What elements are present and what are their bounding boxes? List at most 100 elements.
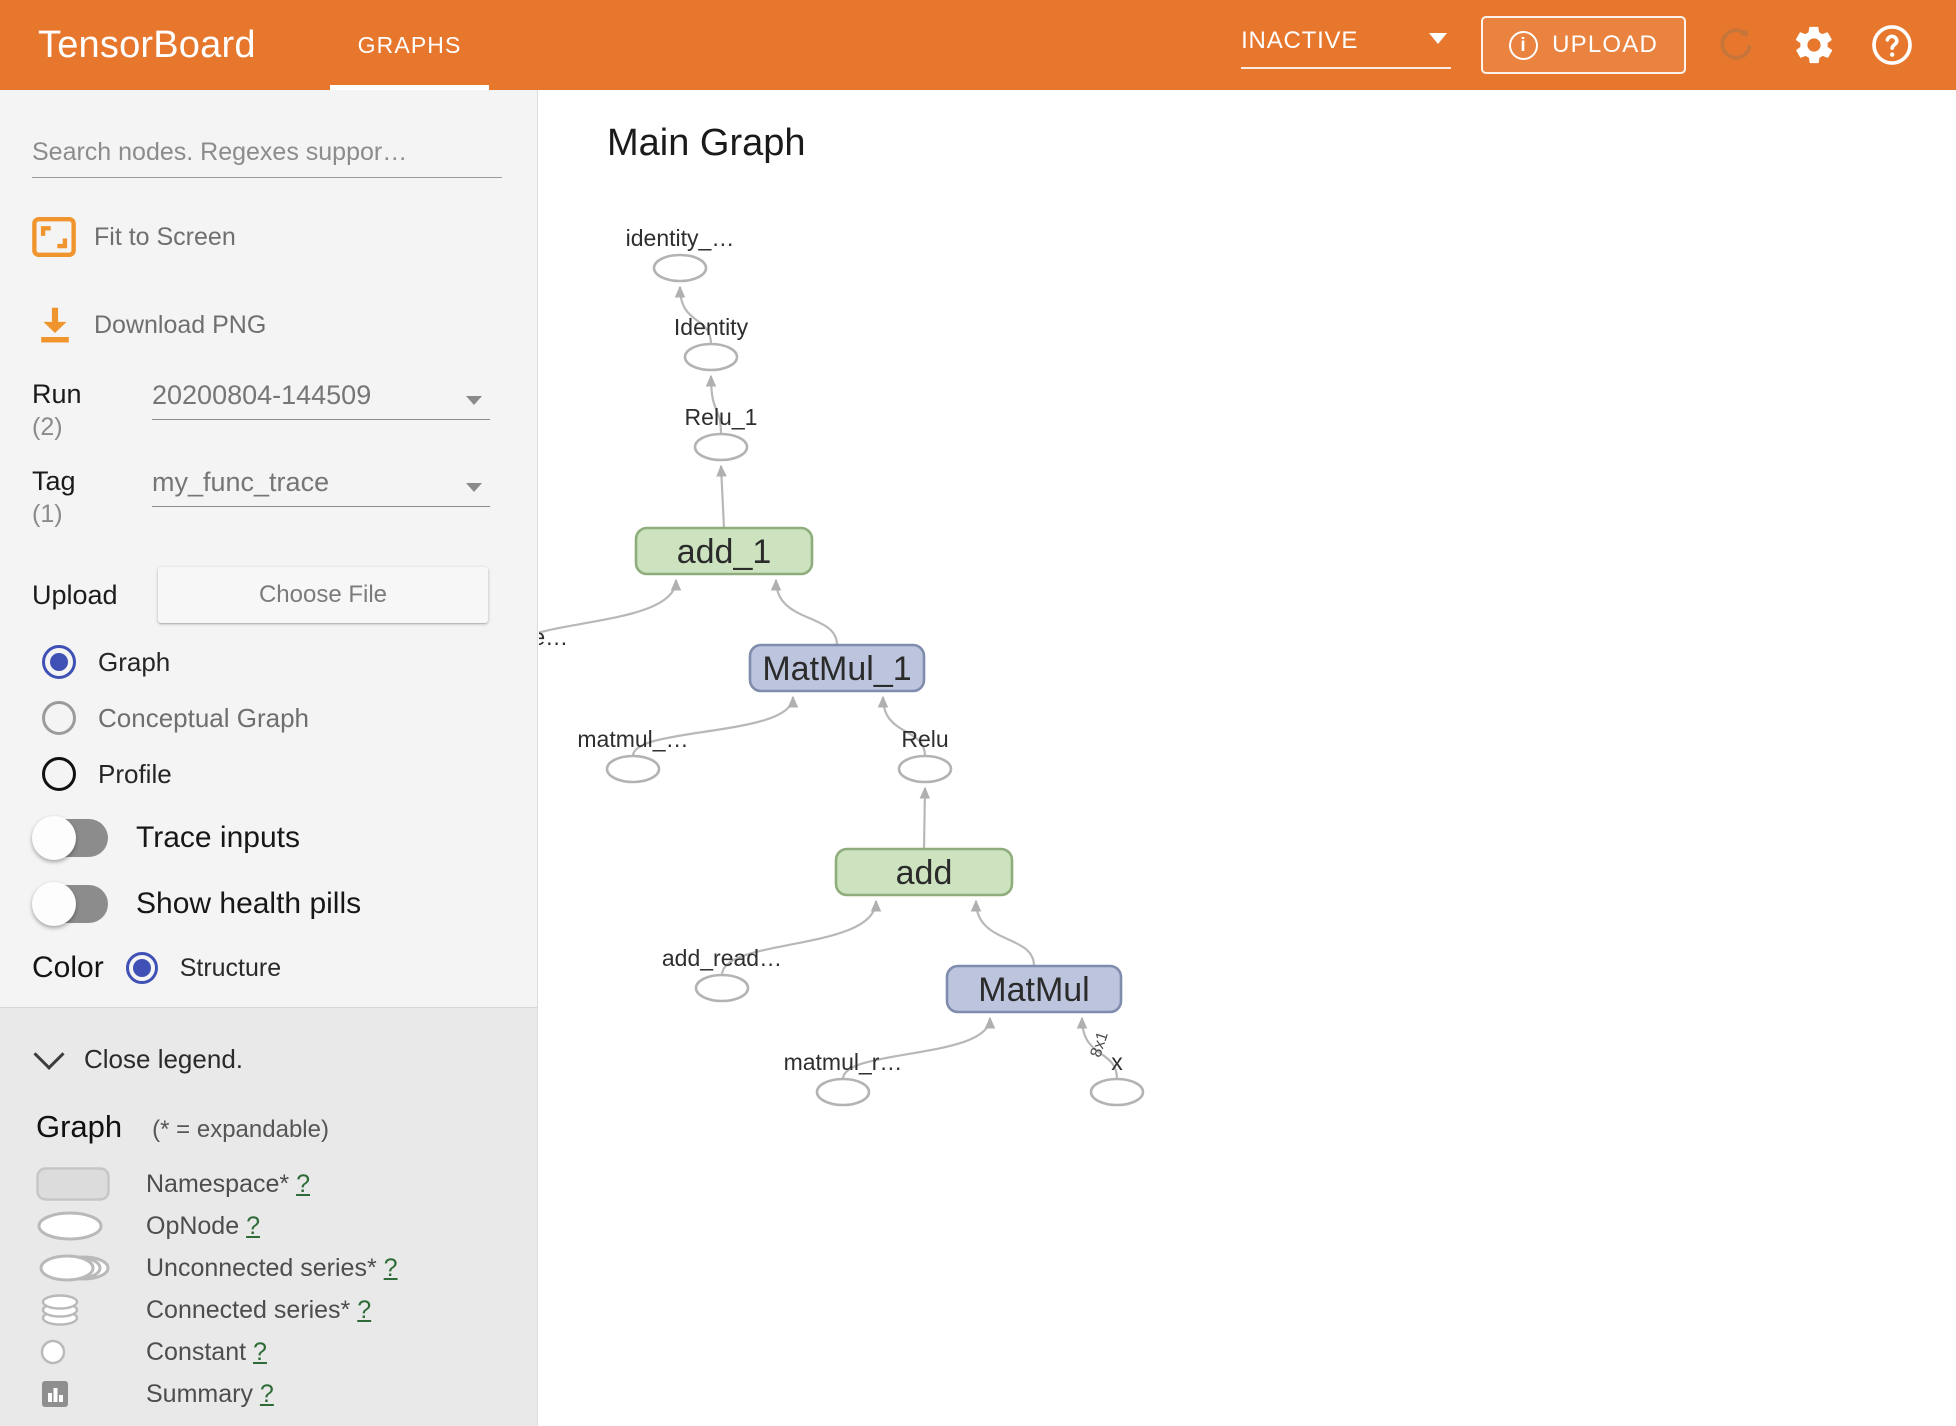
toggle-show-health-pills-switch (32, 882, 108, 927)
graph-node[interactable]: matmul_… (577, 726, 689, 784)
legend-help-opnode[interactable]: ? (246, 1211, 260, 1240)
radio-profile[interactable]: Profile (42, 757, 537, 792)
radio-conceptual-graph[interactable]: Conceptual Graph (42, 701, 537, 736)
help-circle-icon[interactable] (1864, 17, 1920, 73)
graph-node[interactable]: add_read… (662, 945, 782, 1003)
info-circle-icon: i (1509, 30, 1539, 60)
graph-node[interactable]: Relu (897, 726, 953, 784)
graph-node[interactable]: add (834, 847, 1014, 897)
run-count: (2) (32, 413, 63, 442)
download-png-button[interactable]: Download PNG (32, 296, 537, 354)
toggle-show-health-pills-label: Show health pills (136, 887, 362, 921)
chevron-down-icon (1429, 33, 1448, 44)
graph-edge (674, 285, 713, 345)
legend-help-summary[interactable]: ? (259, 1379, 274, 1408)
color-structure-label: Structure (179, 953, 282, 982)
graph-edge-label: 8x1 (1088, 1030, 1112, 1060)
legend-item-summary: Summary ? (36, 1375, 537, 1413)
graph-node[interactable]: MatMul (945, 964, 1123, 1014)
legend-item-unconnected-series: Unconnected series* ? (36, 1249, 537, 1287)
graph-edge (970, 899, 1036, 967)
run-select[interactable]: 20200804-144509 (152, 380, 490, 420)
refresh-icon[interactable] (1708, 17, 1764, 73)
download-icon (36, 305, 74, 345)
legend-help-namespace[interactable]: ? (296, 1169, 310, 1198)
graph-node-label: Relu_1 (685, 404, 758, 430)
legend-item-namespace: Namespace* ? (36, 1165, 537, 1203)
choose-file-button[interactable]: Choose File (158, 567, 488, 624)
graph-edge (720, 899, 882, 976)
close-legend-label: Close legend. (84, 1044, 243, 1075)
radio-graph[interactable]: Graph (42, 645, 537, 680)
legend-help-unconnected-series[interactable]: ? (383, 1253, 398, 1282)
unconnected-series-icon (36, 1252, 146, 1284)
tag-select[interactable]: my_func_trace (152, 467, 490, 507)
radio-conceptual-graph-indicator (42, 701, 76, 736)
graph-node[interactable]: Relu_1 (685, 404, 758, 462)
graph-node[interactable]: MatMul_1 (748, 643, 926, 693)
graph-node-label: add_1_re… (539, 624, 568, 650)
constant-circle-icon (36, 1337, 146, 1367)
graph-node[interactable]: Identity (674, 314, 749, 372)
graph-node[interactable]: identity_… (626, 225, 735, 283)
graph-edge (919, 786, 931, 850)
legend-header: Graph (* = expandable) (36, 1109, 537, 1145)
legend-item-opnode: OpNode ? (36, 1207, 537, 1245)
graph-node-label: matmul_… (577, 726, 688, 752)
radio-color-structure-indicator[interactable] (125, 952, 158, 985)
gear-icon[interactable] (1786, 17, 1842, 73)
radio-conceptual-graph-label: Conceptual Graph (98, 702, 310, 733)
toggle-trace-inputs-label: Trace inputs (136, 821, 300, 855)
radio-profile-indicator (42, 757, 76, 792)
graph-edge (539, 578, 682, 634)
legend-title: Graph (36, 1109, 123, 1145)
upload-button[interactable]: i UPLOAD (1481, 16, 1686, 74)
graph-node-label: MatMul_1 (762, 650, 911, 688)
fit-to-screen-button[interactable]: Fit to Screen (32, 208, 537, 266)
run-status-select[interactable]: INACTIVE (1241, 27, 1452, 69)
graph-node[interactable]: x (1089, 1049, 1145, 1107)
tag-label: Tag (1) (32, 466, 122, 528)
toggle-trace-inputs[interactable]: Trace inputs (32, 816, 537, 861)
run-value: 20200804-144509 (152, 380, 372, 410)
graph-edge-labels: 8x1 (1088, 1030, 1112, 1060)
chevron-down-icon (33, 1038, 65, 1070)
graph-edge (1076, 1016, 1119, 1080)
tag-selector-row: Tag (1) my_func_trace (32, 466, 537, 528)
radio-graph-indicator (42, 645, 76, 680)
fit-to-screen-label: Fit to Screen (94, 222, 236, 251)
graph-node[interactable]: add_1 (634, 526, 814, 576)
legend-label-namespace: Namespace* (146, 1169, 290, 1198)
tag-count: (1) (32, 499, 63, 528)
graph-edge (841, 1016, 996, 1080)
chevron-down-icon (466, 396, 482, 405)
graph-edges (539, 285, 1119, 1080)
graph-node-label: Identity (674, 314, 749, 340)
header-actions: INACTIVE i UPLOAD (1241, 16, 1956, 74)
toggle-show-health-pills[interactable]: Show health pills (32, 882, 537, 927)
radio-profile-label: Profile (98, 758, 172, 789)
legend-label-connected-series: Connected series* (146, 1295, 351, 1324)
page-title: Main Graph (607, 122, 806, 164)
legend-help-connected-series[interactable]: ? (357, 1295, 372, 1324)
graph-edge (705, 374, 723, 435)
color-row: Color Structure (32, 951, 537, 985)
app-header: TensorBoard GRAPHS INACTIVE i UPLOAD (0, 0, 1956, 90)
legend-help-constant[interactable]: ? (253, 1337, 267, 1366)
legend-label-opnode: OpNode (146, 1211, 240, 1240)
graph-node[interactable]: matmul_r… (784, 1049, 903, 1107)
sidebar: Fit to Screen Download PNG Run (2) 20200… (0, 90, 538, 1426)
tab-graphs[interactable]: GRAPHS (329, 0, 490, 90)
legend-item-connected-series: Connected series* ? (36, 1291, 537, 1329)
graph-node-label: MatMul (978, 971, 1089, 1009)
graph-edge (631, 695, 799, 757)
graph-node[interactable]: add_1_re… (539, 624, 568, 680)
close-legend-button[interactable]: Close legend. (33, 1038, 537, 1075)
connected-series-icon (36, 1293, 146, 1327)
legend-item-constant: Constant ? (36, 1333, 537, 1371)
nav-tabs: GRAPHS (329, 0, 490, 90)
color-label: Color (32, 951, 104, 985)
search-input[interactable] (32, 138, 502, 178)
